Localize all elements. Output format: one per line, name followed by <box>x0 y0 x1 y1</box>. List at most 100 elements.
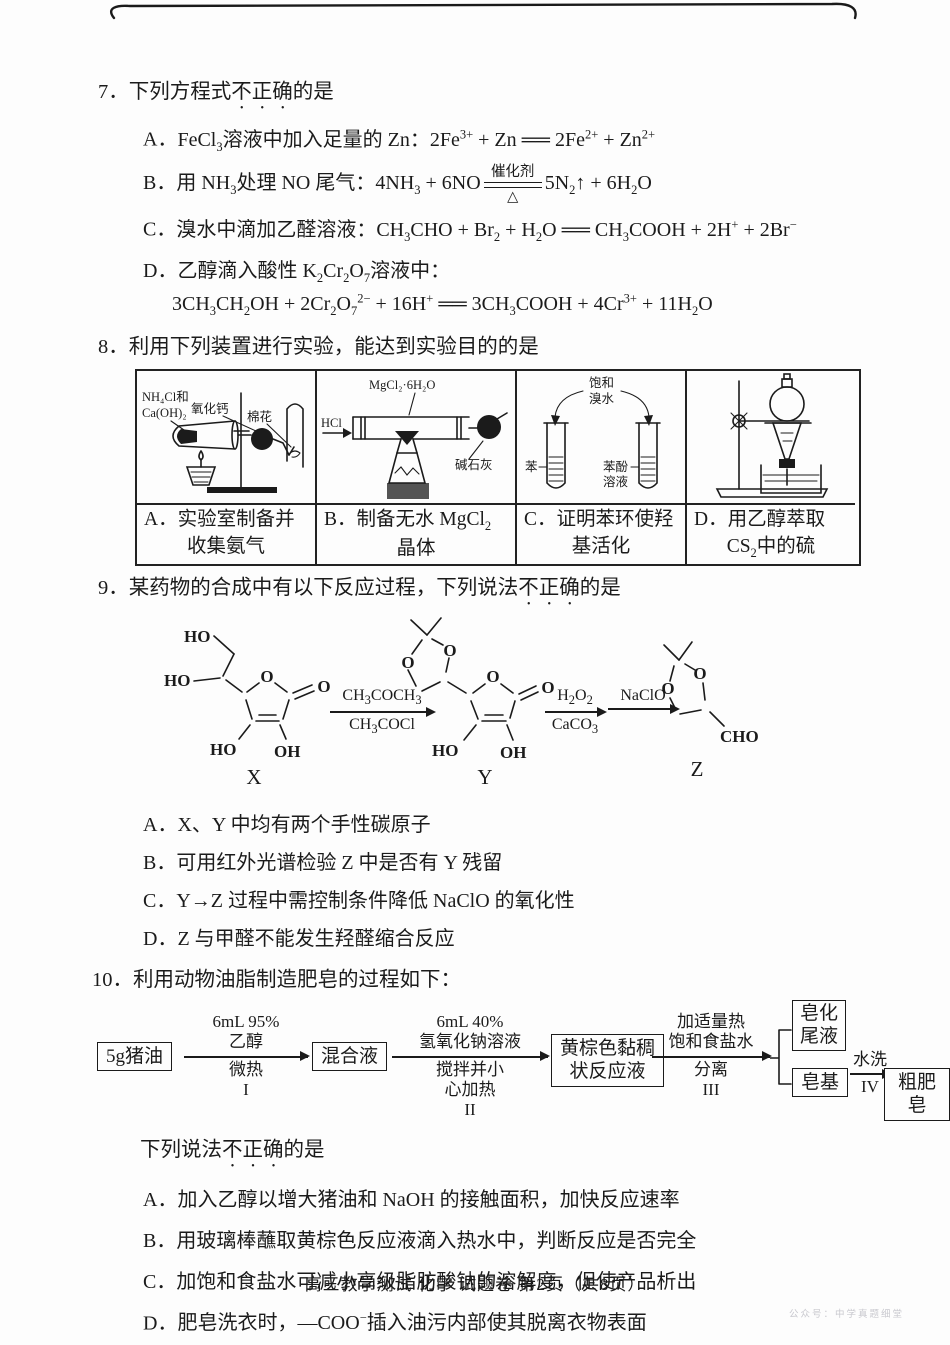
q7-option-c-equation: 溴水中滴加乙醛溶液：CH3CHO + Br2 + H2O ══ CH3COOH … <box>176 217 797 244</box>
apparatus-caption-c: C．证明苯环使羟 基活化 <box>517 503 687 565</box>
step-number: III <box>702 1079 720 1099</box>
step-number: IV <box>861 1077 879 1097</box>
apparatus-table: NH₄Cl和 Ca(OH)₂ 氧化钙 棉花 <box>135 369 861 567</box>
flow-box-lard: 5g猪油 <box>97 1041 173 1072</box>
dioxolane-oxygen-label: O <box>693 664 706 683</box>
arrow-line <box>652 1051 772 1061</box>
aldehyde-label: CHO <box>720 727 759 746</box>
molecule-y-label: Y <box>477 765 492 789</box>
question-10-title: 10．利用动物油脂制造肥皂的过程如下： <box>92 969 461 992</box>
molecule-x-label: X <box>246 765 261 789</box>
molecule-y-structure: O O O O HO OH Y <box>401 617 555 789</box>
separating-funnel-sketch <box>715 373 829 498</box>
hydroxyl-label: HO <box>210 740 236 759</box>
step-number: I <box>243 1079 249 1099</box>
arrow-line <box>330 706 436 717</box>
reaction-arrow-1: CH3COCH3 CH3COCl <box>330 686 436 737</box>
q9-option-a: A．X、Y 中均有两个手性碳原子 <box>143 814 431 837</box>
arrow-line <box>184 1051 310 1061</box>
ring-oxygen-label: O <box>486 667 499 686</box>
benzene-label: 苯 <box>525 460 538 474</box>
double-bond-line <box>483 181 542 188</box>
molecule-z-structure: O O CHO Z <box>661 641 759 781</box>
saturated-label: 饱和 <box>589 375 614 390</box>
mgcl2-apparatus-sketch: MgCl₂·6H₂O HCl 碱石灰 <box>321 378 508 500</box>
hydrate-label: MgCl₂·6H₂O <box>369 378 435 392</box>
flow-box-mixture: 混合液 <box>312 1041 388 1072</box>
q9-option-c: C．Y→Z 过程中需控制条件降低 NaClO 的氧化性 <box>143 890 575 913</box>
molecule-z-label: Z <box>691 757 704 781</box>
q7-option-c: C．溴水中滴加乙醛溶液：CH3CHO + Br2 + H2O ══ CH3COO… <box>143 217 797 244</box>
q7-option-b-equation: 用 NH3处理 NO 尾气：4NH3 + 6NO <box>176 172 481 198</box>
ammonia-apparatus-sketch: NH₄Cl和 Ca(OH)₂ 氧化钙 棉花 <box>142 390 304 494</box>
reaction-condition-stack: 催化剂△ <box>483 165 542 205</box>
flow-arrow-step-3: 加适量热 饱和食盐水 分离 III <box>652 1012 772 1101</box>
arrow-line <box>392 1051 550 1061</box>
reaction-scheme: HO HO O O HO OH X CH3COCH3 CH3COCl <box>0 612 950 804</box>
hydroxyl-label: OH <box>500 743 526 762</box>
branch-connector <box>770 1028 792 1085</box>
q9-option-b: B．可用红外光谱检验 Z 中是否有 Y 残留 <box>143 852 503 875</box>
reagent-below: CH3COCl <box>349 716 415 737</box>
arrow-line <box>545 706 607 717</box>
solution-label: 溶液 <box>603 474 629 489</box>
q7-option-d: D．乙醇滴入酸性 K2Cr2O7溶液中： <box>143 259 451 285</box>
q10-option-a: A．加入乙醇以增大猪油和 NaOH 的接触面积，加快反应速率 <box>143 1188 680 1211</box>
reagent-above: CH3COCH3 <box>342 687 422 708</box>
bromine-water-sketch: 饱和 溴水 苯 苯酚 溶液 <box>525 375 661 489</box>
question-9-title: 9．某药物的合成中有以下反应过程，下列说法不正确的是 <box>98 577 621 600</box>
emphasized-text: 不正确 <box>231 81 293 103</box>
reaction-arrow-2: H2O2 CaCO3 <box>545 686 607 737</box>
question-7-title: 7．下列方程式不正确的是 <box>98 81 334 103</box>
question-8-number: 8． <box>98 336 129 359</box>
q9-option-d: D．Z 与甲醛不能发生羟醛缩合反应 <box>143 928 455 951</box>
flow-box-saponification-waste: 皂化 尾液 <box>792 999 847 1052</box>
flow-box-reaction-liquid: 黄棕色黏稠 状反应液 <box>551 1033 665 1088</box>
emphasized-text: 不正确 <box>518 577 580 600</box>
emphasized-text: 不正确 <box>222 1138 284 1161</box>
q10-subtitle: 下列说法不正确的是 <box>140 1138 325 1161</box>
reagent-below: CaCO3 <box>551 716 599 737</box>
dioxolane-oxygen-label: O <box>401 653 414 672</box>
molecule-x-structure: HO HO O O HO OH X <box>164 627 331 789</box>
question-8-title: 8．利用下列装置进行实验，能达到实验目的的是 <box>98 336 539 359</box>
bromine-water-label: 溴水 <box>589 392 615 406</box>
watermark: 公众号：中学真题细堂 <box>788 1310 904 1320</box>
apparatus-caption-d: D．用乙醇萃取 CS2中的硫 <box>687 503 855 564</box>
hydroxyl-label: HO <box>432 741 458 760</box>
delta-symbol: △ <box>507 188 519 205</box>
reagent-above: H2O2 <box>557 687 593 708</box>
reagent-label: NH₄Cl和 <box>142 390 189 404</box>
apparatus-caption-a: A．实验室制备并 收集氨气 <box>137 503 317 565</box>
step-number: II <box>464 1100 476 1120</box>
keto-oxygen-label: O <box>541 678 554 697</box>
q10-option-d: D．肥皂洗衣时，—COO−插入油污内部使其脱离衣物表面 <box>143 1310 647 1335</box>
flow-arrow-step-2: 6mL 40% 氢氧化钠溶液 搅拌并小 心加热 II <box>392 1012 550 1121</box>
phenol-label: 苯酚 <box>603 460 629 474</box>
dioxolane-oxygen-label: O <box>661 679 674 698</box>
q7-option-d-equation: 3CH3CH2OH + 2Cr2O72− + 16H+ ══ 3CH3COOH … <box>172 291 713 318</box>
cotton-label: 棉花 <box>247 409 272 424</box>
flow-box-soap-base: 皂基 <box>792 1067 849 1098</box>
question-7-number: 7． <box>98 81 129 103</box>
q7-option-a: A．FeCl3溶液中加入足量的 Zn：2Fe3+ + Zn ══ 2Fe2+ +… <box>143 127 656 154</box>
apparatus-diagram-a: NH₄Cl和 Ca(OH)₂ 氧化钙 棉花 <box>137 371 317 504</box>
keto-oxygen-label: O <box>317 677 330 696</box>
page-footer: 高三教学测试 化学 试题卷 第2页（共8页） <box>304 1275 646 1294</box>
calcium-oxide-label: 氧化钙 <box>191 402 229 416</box>
flow-box-crude-soap: 粗肥皂 <box>884 1067 950 1122</box>
soap-making-flow-chart: 5g猪油 6mL 95% 乙醇 微热 I 混合液 6mL 40% 氢氧化钠溶液 … <box>0 998 950 1124</box>
ring-oxygen-label: O <box>260 667 273 686</box>
scan-edge-line <box>109 2 857 20</box>
question-9-number: 9． <box>98 577 129 600</box>
dioxolane-oxygen-label: O <box>443 641 456 660</box>
hydroxyl-label: HO <box>164 671 190 690</box>
flow-arrow-step-1: 6mL 95% 乙醇 微热 I <box>184 1012 310 1101</box>
question-10-number: 10． <box>92 969 133 992</box>
apparatus-diagram-c: 饱和 溴水 苯 苯酚 溶液 <box>517 371 687 504</box>
apparatus-caption-b: B．制备无水 MgCl2 晶体 <box>317 503 517 565</box>
reagent-above: NaClO <box>620 687 666 705</box>
soda-lime-label: 碱石灰 <box>455 458 493 472</box>
